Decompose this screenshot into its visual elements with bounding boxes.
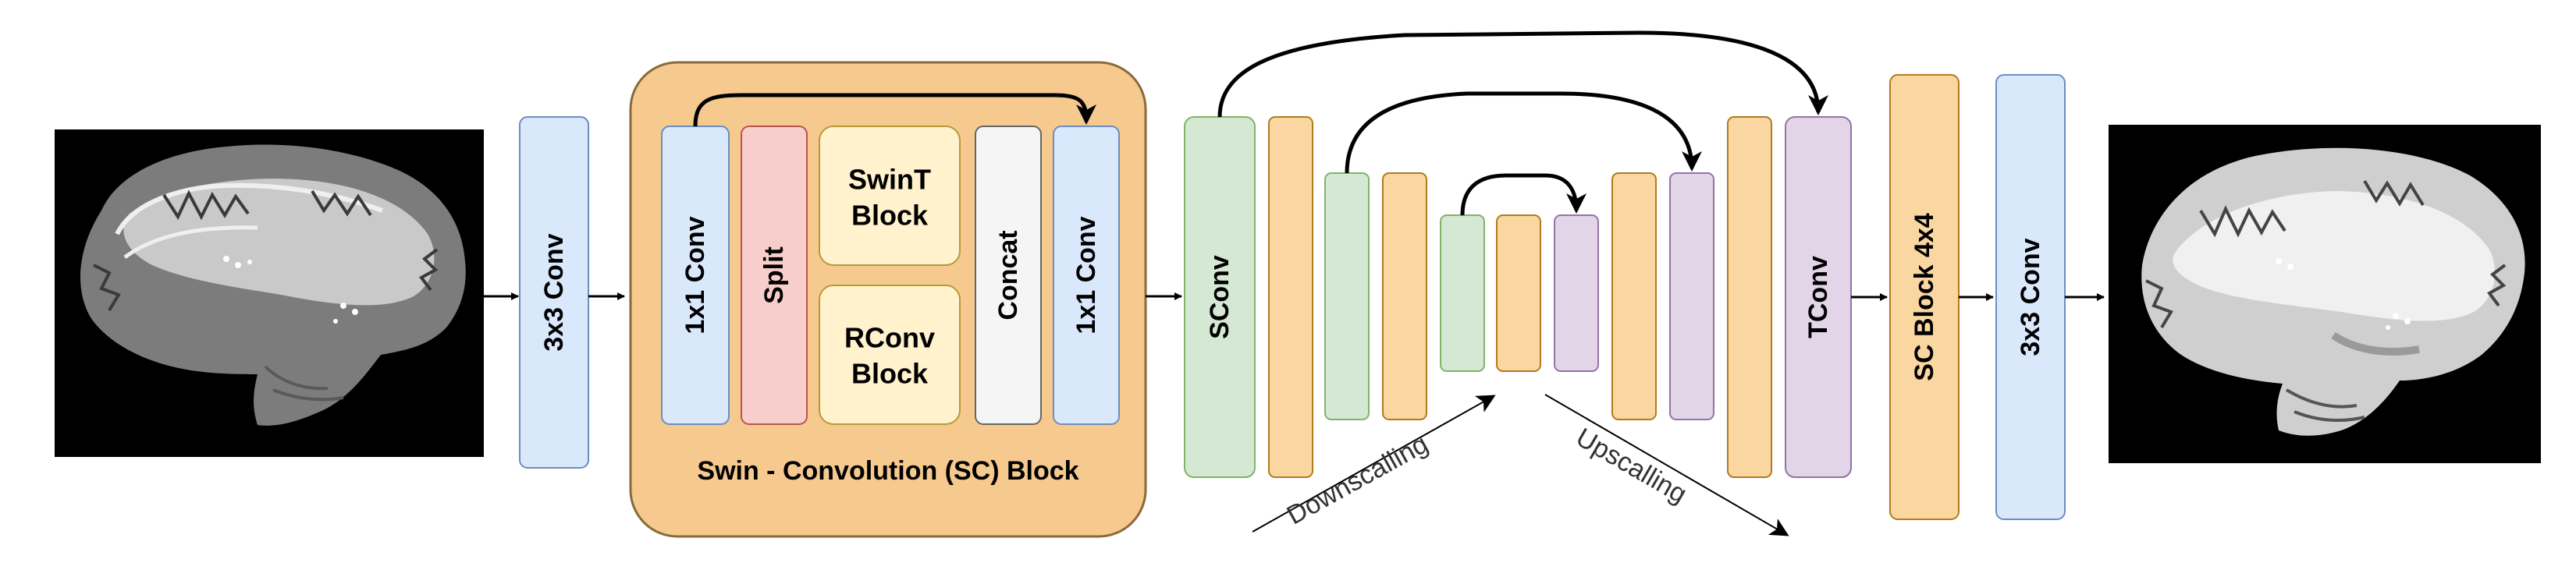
sc-swint-label-1: SwinT	[848, 164, 931, 196]
upscaling-label: Upscalling	[1571, 423, 1692, 509]
unet-orange-4	[1611, 172, 1657, 420]
sc-concat	[975, 126, 1042, 425]
skip-arrow-top	[1217, 30, 1828, 118]
conv3x3-output-block: 3x3 Conv	[1995, 74, 2066, 520]
conv3x3-output-label: 3x3 Conv	[2016, 238, 2045, 356]
conv3x3-input-block: 3x3 Conv	[519, 116, 589, 469]
sc-block-4x4: SC Block 4x4	[1889, 74, 1960, 520]
sc-rconv-label-2: Block	[851, 358, 929, 390]
tconv-label: TConv	[1803, 256, 1833, 338]
sc-block-4x4-label: SC Block 4x4	[1910, 213, 1939, 381]
sc-rconv-label-1: RConv	[844, 322, 935, 354]
skip-arrow-inner	[1460, 173, 1586, 216]
unet-green-3	[1440, 214, 1485, 372]
sc-concat-label: Concat	[993, 230, 1023, 320]
upscaling-arrow	[1544, 394, 1789, 536]
sc-swint-label-2: Block	[851, 200, 929, 232]
conv3x3-input-label: 3x3 Conv	[539, 233, 569, 351]
unet: SConv TConv Downscalling Upscalling	[1184, 30, 1852, 536]
downscaling-arrow	[1252, 395, 1496, 533]
input-brain-image	[55, 129, 484, 457]
unet-purple-3	[1554, 214, 1599, 372]
sc-conv1x1-a-label: 1x1 Conv	[680, 216, 710, 334]
output-brain-image	[2109, 125, 2541, 463]
sc-rconv-block	[819, 285, 961, 425]
sc-conv1x1-b	[1053, 126, 1120, 425]
unet-orange-3	[1496, 214, 1541, 372]
sc-skip-arrow	[693, 93, 1096, 127]
unet-orange-1	[1268, 116, 1313, 478]
unet-green-2	[1324, 172, 1370, 420]
sc-conv1x1-b-label: 1x1 Conv	[1071, 216, 1101, 334]
skip-arrow-mid	[1345, 91, 1702, 174]
sc-swint-block	[819, 126, 961, 266]
sc-block: 1x1 Conv Split SwinT Block RConv Block C…	[629, 61, 1147, 538]
sconv-label: SConv	[1205, 255, 1235, 339]
sc-split-label: Split	[759, 246, 789, 304]
unet-purple-4	[1669, 172, 1714, 420]
unet-orange-2	[1382, 172, 1427, 420]
sc-block-title: Swin - Convolution (SC) Block	[697, 456, 1078, 486]
unet-orange-5	[1727, 116, 1772, 478]
sc-split	[741, 126, 808, 425]
